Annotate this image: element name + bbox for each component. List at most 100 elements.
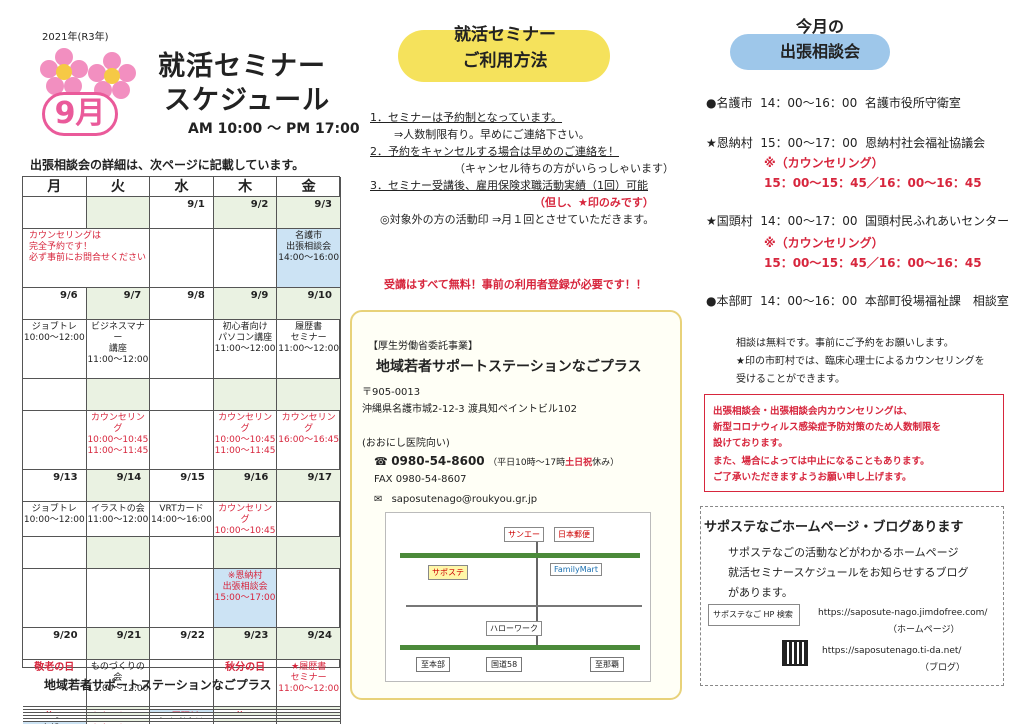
calendar-date: 9/9 [213, 288, 278, 320]
homepage-text: があります。 [728, 586, 793, 599]
venue-counseling-time: 15：00～15：45／16：00～16：45 [764, 176, 982, 190]
usage-item-1-sub: ⇒人数制限有り。早めにご連絡下さい。 [394, 128, 590, 141]
calendar-event [277, 502, 341, 537]
calendar-event [213, 229, 278, 288]
venue-row: ★恩納村 15：00～17：00 恩納村社会福祉協議会 [706, 136, 986, 150]
calendar-date [150, 379, 214, 411]
usage-item-4: ◎対象外の方の活動印 ⇒月１回とさせていただきます。 [380, 213, 655, 226]
calendar-date [150, 537, 214, 569]
calendar-event [150, 722, 214, 724]
calendar-event [277, 569, 341, 628]
calendar-date: 9/23 [213, 628, 278, 660]
email-link[interactable]: saposutenago@roukyou.gr.jp [391, 494, 538, 505]
venue-row: ●本部町 14：00～16：00 本部町役場福祉課 相談室 [706, 294, 1009, 308]
schedule-title: 就活セミナー スケジュール [158, 51, 331, 116]
calendar-event: ビジネスマナー 講座 11:00～12:00 [86, 320, 151, 379]
blog-label: （ブログ） [920, 663, 966, 673]
calendar-date [86, 197, 151, 229]
calendar-event [150, 229, 214, 288]
calendar-event [150, 569, 214, 628]
calendar-event: 秋分の日 [213, 660, 278, 707]
calendar-event: ★履歴書 セミナー 11:00～12:00 [277, 660, 341, 707]
calendar-date: 9/14 [86, 470, 151, 502]
homepage-url[interactable]: https://saposute-nago.jimdofree.com/ [818, 608, 988, 618]
homepage-label: （ホームページ） [888, 625, 960, 635]
usage-item-1: 1．セミナーは予約制となっています。 [370, 111, 563, 124]
calendar-date [86, 707, 151, 710]
calendar-event: 初心者向け パソコン講座 11:00～12:00 [150, 716, 214, 719]
calendar-date [23, 707, 87, 710]
calendar-date [150, 719, 214, 722]
calendar-date [213, 707, 278, 710]
calendar-event: 初心者向け パソコン講座 11:00～12:00 [213, 320, 278, 379]
mail-icon: ✉ [374, 494, 383, 505]
calendar-event: カウンセリング 10:00～10:45 11:00～11:45 13:00～13… [213, 502, 278, 537]
usage-item-3: 3．セミナー受講後、雇用保険求職活動実績（1回）可能 [370, 179, 648, 192]
calendar-date [23, 197, 87, 229]
calendar-header: 金 [277, 177, 341, 197]
calendar-date: 9/22 [150, 628, 214, 660]
station-zip: 〒905-0013 [362, 387, 421, 398]
station-email: ✉ saposutenago@roukyou.gr.jp [374, 494, 537, 505]
calendar-footer: 地域若者サポートステーションなごプラス [44, 678, 272, 692]
station-commission: 【厚生労働省委託事業】 [368, 341, 478, 352]
calendar-event: ジョブトレ 10:00～12:00 [23, 320, 87, 379]
calendar-event: ジョブトレ 10:00～12:00 カウンセリング 13:00～13:45 [23, 716, 87, 719]
calendar-event: 名護市 出張相談会 14:00～16:00 [277, 229, 341, 288]
map-shop: 日本郵便 [554, 527, 594, 542]
calendar-event [277, 716, 341, 719]
calendar-date [277, 713, 341, 716]
calendar-event [277, 722, 341, 724]
access-map: サンエー 日本郵便 FamilyMart サポステ ハローワーク 至本部 国道5… [385, 512, 651, 682]
calendar-date: 9/30 [213, 713, 278, 716]
calendar-date: 9/2 [213, 197, 278, 229]
calendar-event [150, 660, 214, 707]
calendar-date: 9/8 [150, 288, 214, 320]
consult-cloud [730, 34, 890, 70]
calendar-date: 9/3 [277, 197, 341, 229]
calendar-date [86, 719, 151, 722]
calendar-date: 9/7 [86, 288, 151, 320]
calendar-event: カウンセリング 13:00～13:45 [86, 710, 151, 713]
homepage-text: 就活セミナースケジュールをお知らせするブログ [728, 566, 969, 579]
map-shop: サンエー [504, 527, 544, 542]
tel-number[interactable]: 0980-54-8600 [391, 454, 485, 468]
calendar-event: カウンセリング 10:00～10:45 11:00～11:45 [86, 411, 151, 470]
calendar-event [86, 569, 151, 628]
calendar-event [150, 411, 214, 470]
calendar-event [213, 716, 278, 719]
blog-url[interactable]: https://saposutenago.ti-da.net/ [822, 646, 962, 656]
calendar-date [213, 537, 278, 569]
calendar-date: 9/28 [86, 713, 151, 716]
usage-item-3-sub: （但し、★印のみです） [534, 196, 654, 209]
usage-cloud [398, 30, 610, 82]
calendar-date [277, 707, 341, 710]
station-tel: ☎ 0980-54-8600 （平日10時～17時土日祝休み） [374, 454, 620, 468]
calendar-date [86, 537, 151, 569]
search-box[interactable]: サポステなご HP 検索 [708, 604, 800, 626]
map-station: サポステ [428, 565, 468, 580]
flower-icon [40, 48, 88, 96]
calendar-event [23, 569, 87, 628]
station-name: 地域若者サポートステーションなごプラス [376, 359, 642, 375]
station-address: 沖縄県名護市城2-12-3 渡具知ペイントビル102 [362, 404, 577, 415]
homepage-title: サポステなごホームページ・ブログあります [704, 520, 964, 535]
calendar-event [277, 710, 341, 713]
consult-note: 相談は無料です。事前にご予約をお願いします。 [736, 338, 954, 349]
map-place: 至那覇 [590, 657, 624, 672]
qr-code-icon [782, 640, 808, 666]
homepage-text: サポステなごの活動などがわかるホームページ [728, 546, 959, 559]
calendar-event [23, 411, 87, 470]
consult-note: ★印の市町村では、臨床心理士によるカウンセリングを [736, 356, 985, 367]
usage-item-2-sub: （キャンセル待ちの方がいらっしゃいます） [454, 162, 674, 175]
month-badge: 9月 [42, 92, 118, 136]
calendar-event: ※恩納村 出張相談会 15:00～17:00 [213, 569, 278, 628]
consult-title: 今月の 出張相談会 [779, 17, 860, 61]
map-place: 至本部 [416, 657, 450, 672]
calendar-event: ものづくりの会 11:00～12:00 [86, 660, 151, 707]
map-shop: ハローワーク [486, 621, 542, 636]
calendar-date: 9/1 [150, 197, 214, 229]
venue-counseling-time: 15：00～15：45／16：00～16：45 [764, 256, 982, 270]
calendar-header: 月 [23, 177, 87, 197]
